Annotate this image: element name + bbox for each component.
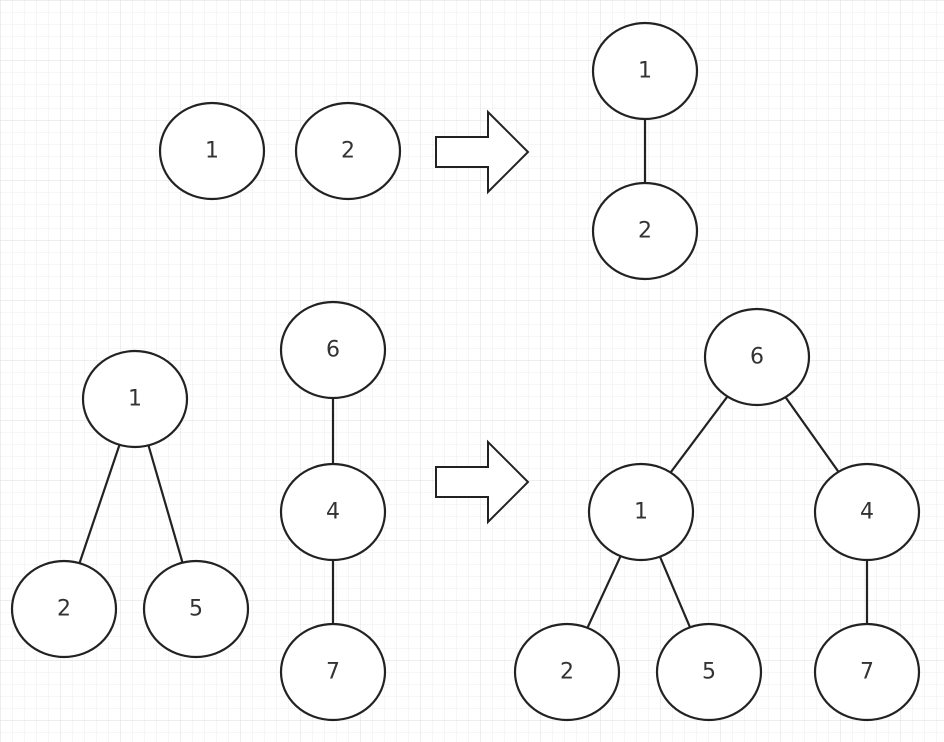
node-circle: [279, 300, 387, 400]
node-circle: [813, 622, 921, 722]
node-circle: [591, 181, 699, 281]
node-label: 2: [57, 597, 71, 622]
node-circle: [142, 559, 250, 659]
tree-node: 7: [813, 622, 921, 722]
arrows-layer: [435, 109, 530, 525]
node-label: 2: [638, 219, 652, 244]
node-label: 5: [702, 660, 716, 685]
tree-node: 5: [142, 559, 250, 659]
node-circle: [10, 559, 118, 659]
tree-node: 1: [158, 101, 266, 201]
node-circle: [279, 462, 387, 562]
tree-node: 2: [591, 181, 699, 281]
tree-node: 1: [587, 462, 695, 562]
node-circle: [591, 21, 699, 121]
node-label: 4: [860, 500, 874, 525]
tree-node: 2: [513, 622, 621, 722]
tree-node: 1: [81, 349, 189, 449]
node-circle: [294, 101, 402, 201]
tree-node: 5: [655, 622, 763, 722]
node-label: 2: [341, 139, 355, 164]
tree-node: 2: [10, 559, 118, 659]
tree-node: 7: [279, 622, 387, 722]
node-circle: [158, 101, 266, 201]
node-circle: [279, 622, 387, 722]
tree-node: 2: [294, 101, 402, 201]
node-label: 5: [189, 597, 203, 622]
arrow-right-icon: [435, 439, 530, 525]
node-circle: [703, 307, 811, 407]
node-label: 1: [128, 387, 142, 412]
tree-node: 1: [591, 21, 699, 121]
node-circle: [587, 462, 695, 562]
node-circle: [81, 349, 189, 449]
node-label: 6: [326, 338, 340, 363]
node-label: 2: [560, 660, 574, 685]
arrow-right-icon: [435, 109, 530, 195]
tree-node: 6: [703, 307, 811, 407]
tree-node: 4: [279, 462, 387, 562]
tree-node: 4: [813, 462, 921, 562]
node-circle: [813, 462, 921, 562]
node-label: 7: [326, 660, 340, 685]
node-circle: [655, 622, 763, 722]
node-label: 7: [860, 660, 874, 685]
node-label: 6: [750, 345, 764, 370]
tree-node: 6: [279, 300, 387, 400]
nodes-layer: 1 2 1 2 1 2 5 6 4 7 6 1 4 2 5 7: [10, 21, 921, 722]
node-label: 1: [205, 139, 219, 164]
node-circle: [513, 622, 621, 722]
node-label: 4: [326, 500, 340, 525]
node-label: 1: [638, 59, 652, 84]
node-label: 1: [634, 500, 648, 525]
